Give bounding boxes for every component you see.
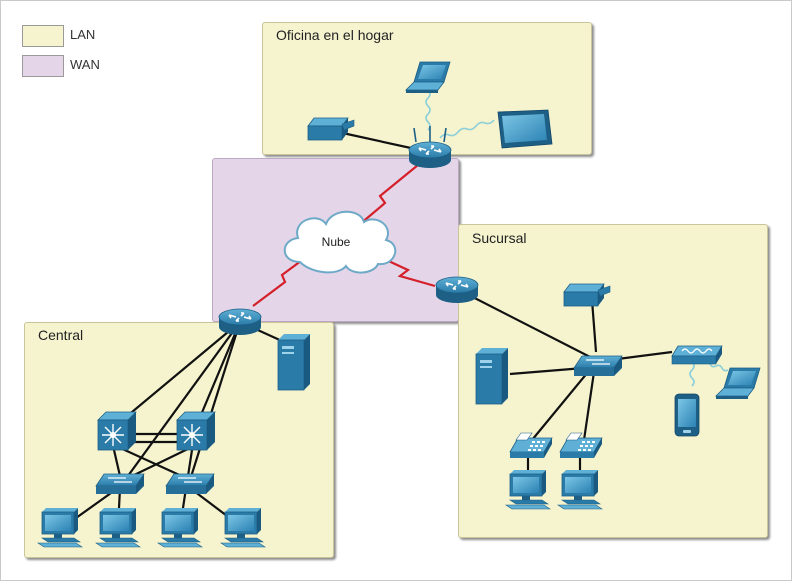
home-tablet-icon [497,109,553,149]
central-pc-1-icon [37,507,83,548]
branch-printer-icon [563,283,611,307]
central-server-icon [277,333,311,391]
branch-access-point-icon [671,345,723,365]
central-router-icon [218,308,262,336]
zone-home-office-label: Oficina en el hogar [276,27,394,43]
central-pc-3-icon [157,507,203,548]
link-central-router-mls2 [196,321,242,423]
link-branch-switch-printer [590,299,598,353]
cloud-icon [283,210,397,274]
link-home-router-printer [337,130,421,152]
home-laptop-icon [405,61,451,94]
legend-lan-label: LAN [70,27,96,42]
wan-link-branch [381,257,436,288]
home-router-antennas [413,126,447,143]
home-router-icon [408,141,452,169]
branch-ip-phone-2-icon [559,432,603,459]
branch-router-icon [435,276,479,304]
wired-links [61,130,673,529]
zone-branch-label: Sucursal [472,230,527,246]
link-mls1-sw1 [112,449,122,477]
branch-pc-1-icon [505,469,551,510]
branch-smartphone-icon [674,393,700,437]
wireless-branch-phone [689,361,695,387]
link-mls1-sw2 [115,444,187,480]
link-branch-switch-phone2 [582,371,596,441]
cloud-label: Nube [322,235,351,249]
home-printer-icon [307,117,355,141]
central-pc-4-icon [220,507,266,548]
legend-lan-swatch [22,25,64,47]
wireless-home-laptop [425,89,431,131]
link-mls2-sw2 [186,449,194,477]
link-central-router-sw1 [124,321,241,481]
wan-link-central [252,251,314,307]
branch-server-icon [475,347,509,405]
wan-links [252,164,436,307]
link-central-router-mls1 [119,321,241,423]
link-central-router-sw2 [188,321,242,481]
central-switch-2-icon [165,473,215,495]
legend-wan-swatch [22,55,64,77]
branch-switch-icon [573,355,623,377]
link-mls2-sw1 [127,445,195,479]
wireless-home-tablet [439,119,495,139]
link-branch-switch-phone1 [531,371,589,441]
central-mlswitch-2-icon [176,411,216,451]
central-switch-1-icon [95,473,145,495]
branch-laptop-icon [715,367,761,400]
link-branch-router-switch [456,288,597,361]
branch-pc-2-icon [557,469,603,510]
legend-wan-label: WAN [70,57,100,72]
wan-link-home [352,164,419,231]
link-branch-switch-server [509,366,585,376]
branch-ip-phone-1-icon [509,432,553,459]
wireless-links [425,89,729,387]
central-pc-2-icon [95,507,141,548]
zone-central-label: Central [38,327,84,343]
central-mlswitch-1-icon [97,411,137,451]
